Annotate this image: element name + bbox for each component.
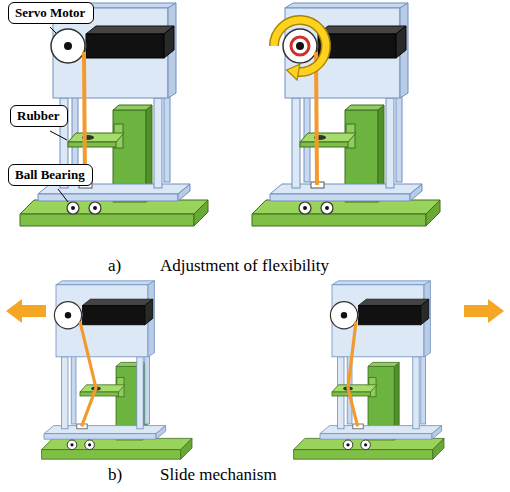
spool	[291, 37, 309, 55]
mechanism-figure	[42, 438, 192, 459]
string	[348, 322, 358, 427]
leader-line	[50, 131, 67, 140]
mechanism-figure	[252, 200, 440, 226]
mechanism-figure	[294, 281, 444, 459]
callout-label: Ball Bearing	[15, 167, 86, 183]
mechanism-figure	[320, 281, 442, 450]
callout-box: Rubber	[10, 105, 68, 127]
rotation-arrow	[274, 20, 326, 80]
caption-text: Slide mechanism	[160, 465, 277, 485]
mechanism-figure	[252, 3, 440, 226]
slide-arrow	[6, 299, 46, 323]
mechanism-figure	[20, 200, 208, 226]
callout-box: Ball Bearing	[8, 164, 93, 186]
rotation-arrow	[287, 64, 300, 80]
mechanism-figure	[42, 281, 192, 459]
mechanism-figure	[270, 3, 422, 214]
caption-text: Adjustment of flexibility	[160, 256, 329, 276]
string	[80, 322, 96, 427]
caption-text: a)	[108, 256, 121, 276]
mechanism-figure	[68, 124, 124, 148]
leader-line	[58, 189, 68, 202]
callout-box: Servo Motor	[8, 2, 94, 24]
mechanism-figure	[44, 281, 166, 450]
callout-label: Rubber	[17, 108, 61, 124]
slide-arrow	[464, 299, 504, 323]
callout-label: Servo Motor	[15, 5, 87, 21]
mechanism-figure	[300, 124, 356, 148]
caption-text: b)	[108, 465, 122, 485]
leader-line	[50, 27, 56, 33]
mechanism-figure	[80, 378, 125, 397]
mechanism-figure	[332, 378, 377, 397]
